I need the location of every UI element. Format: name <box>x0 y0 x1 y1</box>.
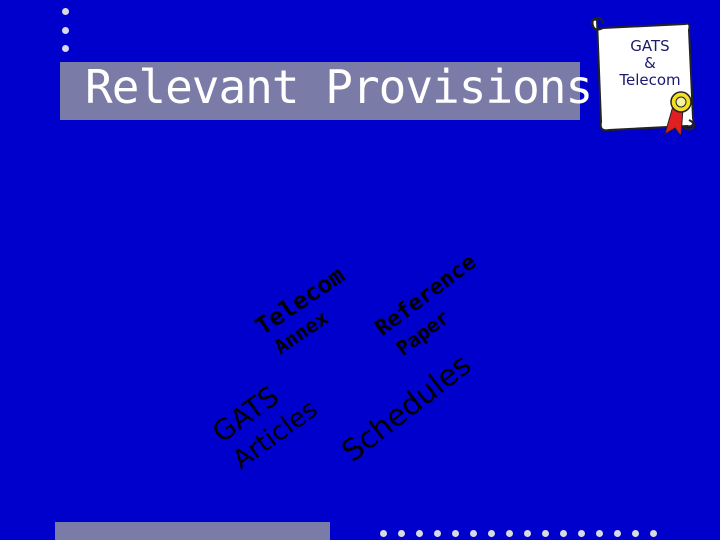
bullet-dot-icon <box>596 530 603 537</box>
bullet-dot-icon <box>506 530 513 537</box>
bullet-dot-icon <box>434 530 441 537</box>
bullet-dot-icon <box>524 530 531 537</box>
page-title: Relevant Provisions <box>85 60 593 114</box>
bullet-dot-icon <box>62 27 69 34</box>
bullet-dot-icon <box>614 530 621 537</box>
bullet-dot-icon <box>632 530 639 537</box>
bullet-dot-icon <box>62 8 69 15</box>
bullet-dot-icon <box>380 530 387 537</box>
scroll-label-line2: & <box>644 54 656 72</box>
bullet-dot-icon <box>488 530 495 537</box>
bullet-dot-icon <box>650 530 657 537</box>
bullet-dot-icon <box>560 530 567 537</box>
bullet-dot-icon <box>452 530 459 537</box>
bullet-dot-icon <box>578 530 585 537</box>
bullet-dot-icon <box>416 530 423 537</box>
scroll-label-line1: GATS <box>630 37 670 55</box>
footer-bar <box>55 522 330 540</box>
bullet-dot-icon <box>470 530 477 537</box>
scroll-icon <box>590 16 696 135</box>
bullet-dot-icon <box>398 530 405 537</box>
scroll-label-line3: Telecom <box>619 71 681 89</box>
scroll-label: GATS & Telecom <box>600 38 700 89</box>
ribbon-rosette-icon <box>664 91 692 135</box>
bullet-dot-icon <box>62 45 69 52</box>
title-bar <box>60 62 580 120</box>
label-schedules: Schedules <box>335 347 479 470</box>
bullet-dot-icon <box>542 530 549 537</box>
